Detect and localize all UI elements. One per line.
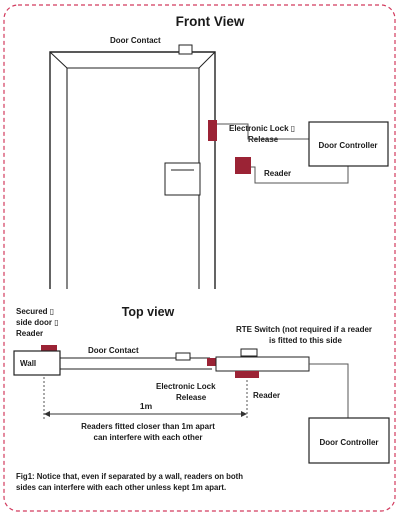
secured-label-3: Reader	[16, 329, 43, 338]
electronic-lock-top	[207, 358, 216, 366]
caption-line-1: Fig1: Notice that, even if separated by …	[16, 472, 243, 481]
door-controller-front	[308, 121, 389, 167]
controller-label-front: Door Controller	[318, 141, 377, 150]
reader-front	[235, 157, 251, 174]
top-view-title: Top view	[122, 305, 175, 319]
reader-top	[235, 371, 259, 378]
caption-line-2: sides can interfere with each other unle…	[16, 483, 226, 492]
controller-wire-top	[309, 363, 349, 418]
interference-note-1: Readers fitted closer than 1m apart	[81, 422, 215, 431]
rte-label-1: RTE Switch (not required if a reader	[236, 325, 372, 334]
lock-label-front-1: Electronic Lock ▯	[229, 124, 295, 133]
door-frame-top	[215, 356, 310, 372]
distance-label: 1m	[140, 401, 153, 411]
door-controller-top	[308, 417, 390, 464]
wall-block	[13, 350, 61, 376]
rte-label-2: is fitted to this side	[269, 336, 342, 345]
secured-label-2: side door ▯	[16, 318, 59, 327]
reader-label-top: Reader	[253, 391, 280, 400]
door-contact-label-top: Door Contact	[88, 346, 139, 355]
front-view-title: Front View	[176, 14, 245, 29]
door-contact-sensor-top	[175, 352, 191, 361]
dashed-frame	[3, 4, 396, 512]
controller-label-top: Door Controller	[319, 438, 378, 447]
lock-label-top-2: Release	[176, 393, 207, 402]
rte-switch	[240, 348, 258, 357]
door-panel-slot	[164, 162, 201, 196]
lock-wire-front	[217, 123, 309, 140]
reader-label-front: Reader	[264, 169, 291, 178]
wall-label: Wall	[20, 359, 36, 368]
door-contact-label-front: Door Contact	[110, 36, 161, 45]
secured-label-1: Secured ▯	[16, 307, 54, 316]
electronic-lock-front	[208, 120, 217, 141]
reader-wire-front	[251, 166, 349, 184]
interference-note-2: can interfere with each other	[94, 433, 203, 442]
distance-indicator	[43, 377, 248, 419]
door-contact-sensor-front	[178, 44, 193, 55]
secured-side-reader	[41, 345, 57, 351]
lock-label-top-1: Electronic Lock	[156, 382, 216, 391]
